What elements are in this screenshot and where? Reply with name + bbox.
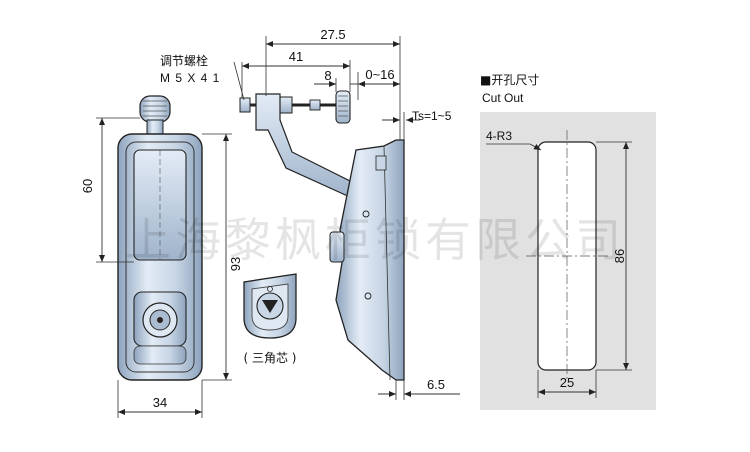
triangle-key-icon xyxy=(262,300,278,313)
dim-8-label: 8 xyxy=(324,68,331,83)
side-view: 调节螺栓 M 5 X 4 1 27.5 41 8 0~16 Ts=1~5 xyxy=(160,27,460,400)
dim-86-label: 86 xyxy=(612,249,627,263)
side-nut xyxy=(329,231,345,263)
watermark-text: 上海黎枫柜锁有限公司 xyxy=(125,213,625,267)
dim-41-label: 41 xyxy=(289,49,303,64)
triangle-insert-view: ( 三角芯 ) xyxy=(243,273,297,365)
bolt-label-cn: 调节螺栓 xyxy=(160,53,208,68)
bolt-label-spec: M 5 X 4 1 xyxy=(160,71,220,85)
dim-93-label: 93 xyxy=(228,257,243,271)
bolt-leader-line xyxy=(233,61,245,101)
radius-label: 4-R3 xyxy=(486,129,512,143)
dim-60-label: 60 xyxy=(80,179,95,193)
cutout-panel: ■开孔尺寸 Cut Out 4-R3 86 25 xyxy=(480,73,656,410)
cutout-title-cn: ■开孔尺寸 xyxy=(480,73,539,87)
dim-25-label: 25 xyxy=(560,375,574,390)
dim-34-label: 34 xyxy=(153,395,167,410)
bolt-knob xyxy=(335,90,351,124)
dim-6-5-label: 6.5 xyxy=(427,377,445,392)
dim-ts-label: Ts=1~5 xyxy=(412,109,452,123)
dim-0-16-label: 0~16 xyxy=(365,67,394,82)
front-view: 60 93 34 xyxy=(80,95,243,418)
bolt-tip xyxy=(239,97,251,113)
knob xyxy=(139,95,171,123)
dim-27-5-label: 27.5 xyxy=(320,27,345,42)
insert-caption: ( 三角芯 ) xyxy=(244,351,297,365)
cutout-title-en: Cut Out xyxy=(482,91,524,105)
